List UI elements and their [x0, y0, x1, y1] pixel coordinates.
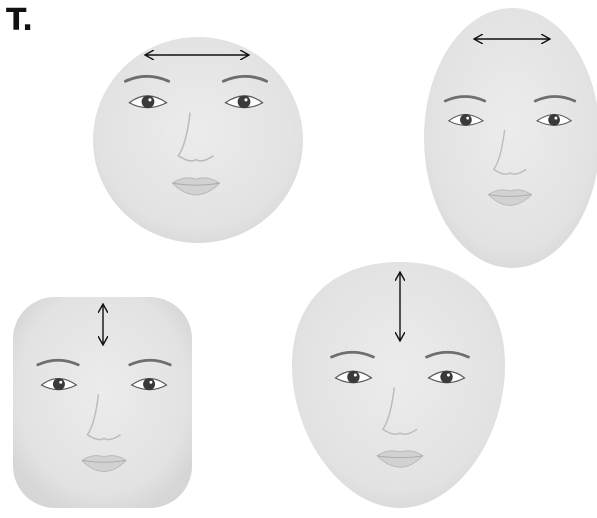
face-2	[424, 8, 597, 268]
face-1	[93, 37, 303, 243]
face-3	[13, 297, 192, 508]
face-4	[292, 262, 505, 508]
